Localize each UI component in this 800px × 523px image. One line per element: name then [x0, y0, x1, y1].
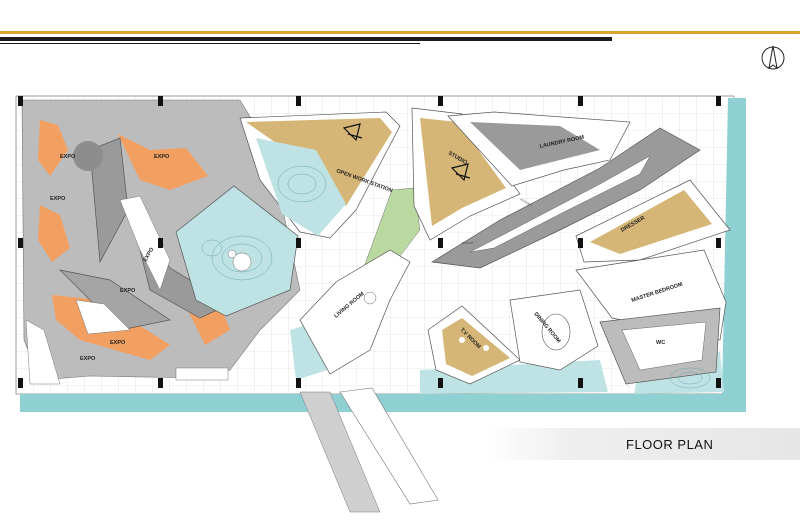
studio-tan — [420, 118, 506, 226]
label-expo-5: EXPO — [120, 288, 136, 294]
expo-white-panel-3 — [75, 299, 131, 335]
column-marker-icon — [716, 96, 721, 106]
column-marker-icon — [18, 378, 23, 388]
column-marker-icon — [158, 96, 163, 106]
kitchen-counter — [469, 155, 651, 253]
page-title: FLOOR PLAN — [626, 437, 714, 452]
label-kitchen: KITCHEN — [520, 197, 533, 207]
expo-pool-ripples — [201, 235, 273, 281]
tv-room-seat-2 — [483, 345, 489, 351]
pool-bottom — [20, 394, 746, 412]
expo-pool — [175, 185, 299, 317]
label-expo-2: EXPO — [154, 154, 170, 160]
open-work-ripples — [277, 165, 327, 203]
expo-orange-2 — [118, 134, 208, 190]
dresser-tan — [590, 190, 712, 254]
expo-pool-island-1 — [232, 252, 252, 272]
logo-mark-icon — [342, 123, 471, 182]
expo-orange-3 — [38, 205, 70, 262]
title-band — [488, 428, 800, 460]
header-gold-stripe — [0, 31, 800, 34]
label-pantry: PANTRY — [462, 241, 474, 245]
label-expo-7: EXPO — [80, 356, 96, 362]
open-work-pool — [256, 138, 346, 236]
expo-pool-island-2 — [227, 249, 237, 259]
living-room-table — [363, 291, 377, 305]
wc-inner — [621, 321, 707, 371]
kitchen-wall — [430, 127, 701, 269]
column-markers — [18, 96, 721, 388]
column-marker-icon — [578, 238, 583, 248]
column-marker-icon — [578, 96, 583, 106]
tv-room-tan — [442, 318, 510, 376]
label-expo-3: EXPO — [50, 196, 66, 202]
tv-room-seat-1 — [459, 337, 465, 343]
column-marker-icon — [296, 238, 301, 248]
column-marker-icon — [18, 96, 23, 106]
column-marker-icon — [438, 378, 443, 388]
entry-walkway-2 — [339, 387, 439, 505]
column-marker-icon — [578, 378, 583, 388]
column-marker-icon — [716, 238, 721, 248]
living-room-floor — [299, 249, 411, 375]
column-marker-icon — [296, 96, 301, 106]
label-expo-1: EXPO — [60, 154, 76, 160]
column-marker-icon — [158, 238, 163, 248]
label-wc: WC — [656, 340, 665, 346]
pool-right — [722, 98, 746, 396]
label-expo-6: EXPO — [110, 340, 126, 346]
expo-round-display — [73, 141, 103, 171]
entry-walkway — [299, 391, 381, 513]
north-arrow-icon — [761, 45, 785, 70]
laundry-gray — [470, 122, 600, 170]
column-marker-icon — [18, 238, 23, 248]
column-marker-icon — [438, 96, 443, 106]
wc-ripples — [669, 367, 711, 389]
header-thin-stripe — [0, 43, 420, 44]
expo-white-panel-2 — [25, 319, 61, 385]
column-marker-icon — [296, 378, 301, 388]
column-marker-icon — [158, 378, 163, 388]
expo-bench — [175, 367, 229, 381]
column-marker-icon — [438, 238, 443, 248]
column-marker-icon — [716, 378, 721, 388]
dining-table — [541, 313, 571, 351]
expo-white-panel-1 — [119, 195, 171, 291]
header-black-stripe — [0, 37, 612, 41]
expo-orange-1 — [38, 120, 68, 176]
